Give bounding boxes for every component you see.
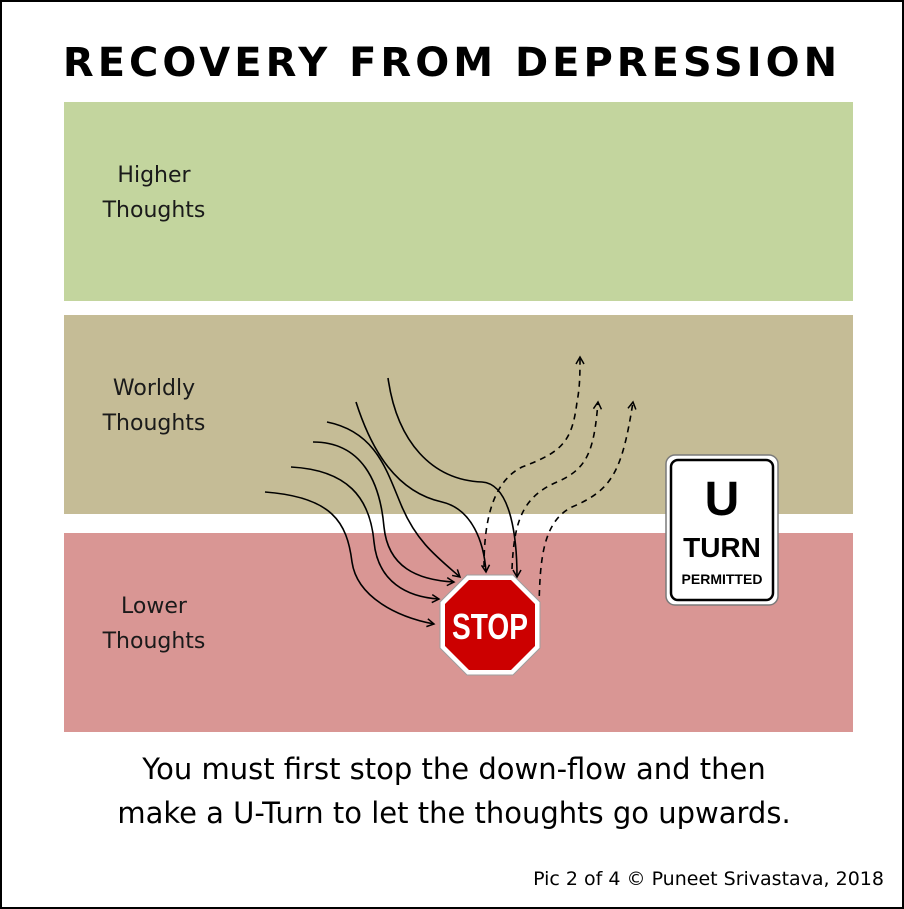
down-flow-arrow-4 bbox=[326, 421, 462, 578]
u-turn-sign-outer bbox=[665, 454, 779, 606]
u-turn-sign-word: TURN bbox=[683, 532, 761, 563]
u-turn-sign-permitted: PERMITTED bbox=[682, 571, 763, 587]
credit-line: Pic 2 of 4 © Puneet Srivastava, 2018 bbox=[533, 868, 884, 890]
u-turn-sign-letter: U bbox=[705, 473, 740, 526]
down-flow-arrow-6 bbox=[387, 377, 522, 579]
stop-sign-face bbox=[445, 580, 535, 670]
u-turn-sign-border bbox=[669, 458, 775, 602]
stop-sign-text: STOP bbox=[452, 606, 528, 647]
u-turn-permitted-sign: U TURN PERMITTED bbox=[665, 454, 779, 606]
u-turn-arrow-3 bbox=[538, 400, 637, 608]
down-flow-arrow-5 bbox=[355, 401, 491, 574]
u-turn-arrows bbox=[483, 355, 637, 608]
stop-sign: STOP bbox=[439, 574, 541, 676]
down-flow-arrows bbox=[264, 377, 522, 628]
u-turn-arrow-1 bbox=[483, 355, 585, 568]
page-title: RECOVERY FROM DEPRESSION bbox=[62, 40, 842, 86]
down-flow-arrow-3 bbox=[312, 441, 456, 587]
down-flow-arrow-2 bbox=[290, 466, 441, 604]
down-flow-arrow-1 bbox=[264, 491, 436, 628]
u-turn-arrow-2 bbox=[511, 400, 603, 570]
caption: You must first stop the down-flow and th… bbox=[117, 752, 791, 830]
